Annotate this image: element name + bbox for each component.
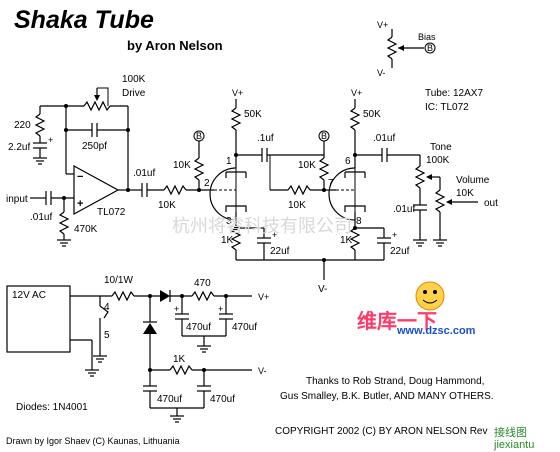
input-bias-resistor-value: 470K [74, 224, 98, 235]
negative-cap-a-value: 470uf [157, 394, 182, 405]
positive-cap-b-value: 470uf [232, 322, 257, 333]
stage1-tube-envelope [209, 167, 237, 221]
diodes-note: Diodes: 1N4001 [16, 402, 88, 413]
input-label: input [6, 194, 28, 205]
tube-type-label: Tube: 12AX7 [425, 88, 483, 99]
stage1-cathode-resistor-value: 1K [221, 235, 234, 246]
grid1-bias-resistor-value: 10K [173, 160, 191, 171]
stage2-tube-envelope [328, 167, 356, 221]
tone-pot-value: 100K [426, 155, 450, 166]
ic-type-label: IC: TL072 [425, 102, 469, 113]
preamp-section: 100K Drive 250pf 220 + 2.2uf [6, 74, 205, 247]
tube-stage-1: V+ 50K 1 .1uf 2 3 1K + 22uf [204, 88, 324, 260]
tube-stage-2: B 10K 10K 7 V+ 50K 6 8 1K [269, 88, 420, 260]
opamp-output-cap-value: .01uf [133, 168, 155, 179]
gain-cap-value: 2.2uf [8, 142, 30, 153]
stage2-supply-label: V+ [351, 88, 362, 98]
ac-source-label: 12V AC [12, 290, 46, 301]
svg-text:−: − [77, 171, 83, 183]
repair-watermark-text: 维库一下 [357, 309, 437, 333]
drive-pot-label: Drive [122, 88, 146, 99]
svg-text:+: + [174, 304, 179, 314]
positive-filter-resistor-value: 470 [194, 278, 211, 289]
output-label: out [484, 198, 498, 209]
svg-text:+: + [272, 230, 277, 240]
opamp-symbol [73, 164, 120, 216]
copyright-line: COPYRIGHT 2002 (C) BY ARON NELSON Rev C [275, 426, 497, 437]
bias-v-plus-label: V+ [377, 20, 388, 30]
stage1-cathode-pin: 3 [226, 216, 232, 227]
credits-thanks-line-1: Thanks to Rob Strand, Doug Hammond, [306, 376, 484, 387]
gain-resistor-value: 220 [14, 120, 31, 131]
stage1-supply-label: V+ [232, 88, 243, 98]
bias-label: Bias [418, 32, 436, 42]
stage1-cathode-cap-value: 22uf [270, 246, 290, 257]
schematic-title: Shaka Tube [14, 6, 154, 34]
jack-pin-4: 4 [104, 302, 110, 313]
tone-cap-value: .01uf [393, 204, 415, 215]
corner-watermark-site: jiexiantu [493, 439, 534, 451]
feedback-cap-value: 250pf [82, 141, 107, 152]
grid1-bias-node [193, 130, 205, 142]
stage2-cathode-resistor-value: 1K [340, 235, 353, 246]
stage2-output-cap-value: .01uf [373, 133, 395, 144]
company-watermark: 杭州将睿科技有限公司 [172, 216, 352, 237]
positive-cap-a-value: 470uf [186, 322, 211, 333]
cathode-bus-label: V- [318, 284, 327, 295]
bias-network: V+ V- Bias B [377, 20, 436, 78]
negative-rectifier-diode [143, 323, 157, 334]
negative-filter-resistor-value: 1K [173, 354, 186, 365]
corner-watermark-cn: 接线图 [494, 425, 527, 439]
grid1-bias-node-letter: B [196, 131, 202, 141]
credits-thanks-line-2: Gus Smalley, B.K. Butler, AND MANY OTHER… [280, 391, 494, 402]
series-resistor-value: 10/1W [104, 275, 133, 286]
stage2-plate-resistor-value: 50K [363, 109, 381, 120]
stage2-cathode-pin: 8 [356, 216, 362, 227]
tone-volume-section: Tone 100K .01uf Volume 10K out [393, 142, 498, 247]
site-watermark-text: www.dzsc.com [396, 325, 476, 337]
stage1-plate-pin: 1 [226, 156, 232, 167]
power-supply-section: 12V AC 4 5 10/1W 470 V+ + [6, 275, 269, 423]
negative-rail-label: V- [258, 366, 267, 376]
volume-pot-value: 10K [456, 188, 474, 199]
schematic-author: by Aron Nelson [127, 38, 223, 53]
stage1-plate-resistor-value: 50K [244, 109, 262, 120]
corner-watermark-bg [488, 424, 560, 452]
grid2-bias-node-letter: B [321, 131, 327, 141]
volume-pot-label: Volume [456, 175, 490, 186]
svg-text:+: + [48, 135, 53, 145]
svg-text:+: + [392, 230, 397, 240]
negative-cap-b-value: 470uf [210, 394, 235, 405]
stage2-cathode-cap-value: 22uf [390, 246, 410, 257]
tone-pot-label: Tone [430, 142, 452, 153]
svg-text:+: + [77, 198, 83, 210]
stage1-grid-pin: 2 [204, 178, 210, 189]
bias-node-marker [424, 42, 436, 54]
jack-pin-5: 5 [104, 330, 110, 341]
drawn-by-line: Drawn by Igor Shaev (C) Kaunas, Lithuani… [6, 436, 180, 446]
drive-pot-value: 100K [122, 74, 146, 85]
stage2-plate-pin: 6 [345, 156, 351, 167]
grid2-series-resistor-value: 10K [288, 200, 306, 211]
site-watermark: 维库一下 www.dzsc.com [357, 281, 476, 337]
input-cap-value: .01uf [30, 212, 52, 223]
bias-v-minus-label: V- [377, 68, 386, 78]
ac-adapter-box [6, 285, 71, 353]
grid2-bias-resistor-value: 10K [298, 160, 316, 171]
grid1-series-resistor-value: 10K [158, 200, 176, 211]
positive-rail-label: V+ [258, 292, 269, 302]
opamp-part-label: TL072 [97, 207, 126, 218]
svg-text:+: + [218, 304, 223, 314]
positive-rectifier-diode [160, 290, 170, 302]
bias-node-letter: B [427, 43, 433, 53]
stage1-coupling-cap-value: .1uf [257, 133, 274, 144]
